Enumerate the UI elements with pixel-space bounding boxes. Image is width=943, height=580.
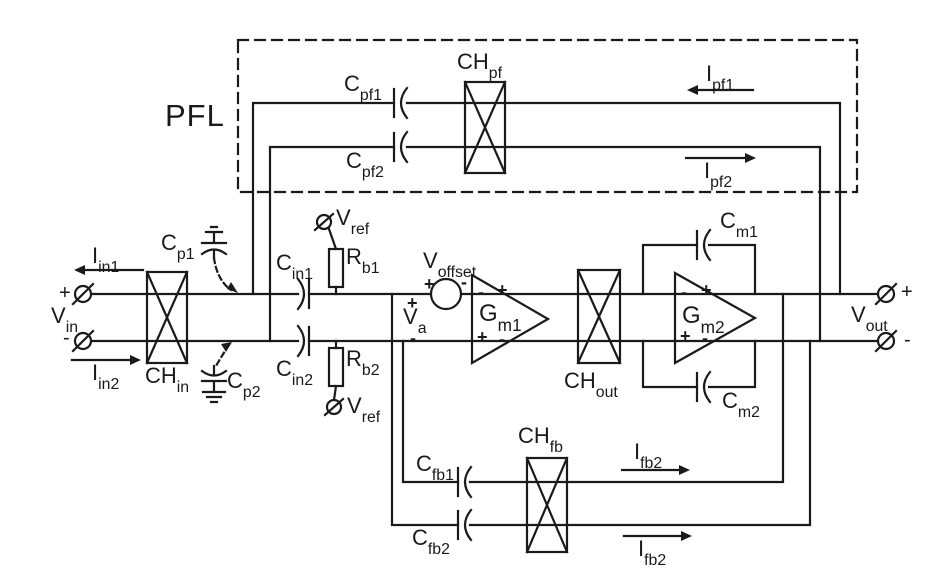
capacitor-cpf1 — [392, 86, 409, 120]
label-voffset: Voffset — [423, 248, 477, 281]
wire-pfl-top — [251, 101, 842, 296]
label-rb2: Rb2 — [346, 346, 380, 379]
ground-icon — [200, 225, 228, 245]
chopper-chpf — [463, 80, 507, 175]
resistor-rb2 — [327, 346, 345, 388]
vout-plus-sign: + — [901, 281, 913, 303]
va-minus-sign: - — [410, 328, 416, 348]
voffset-minus-sign: - — [461, 272, 467, 292]
label-rb1: Rb1 — [346, 244, 380, 277]
capacitor-cm2 — [695, 370, 712, 404]
gm1-output-plus: + — [497, 280, 508, 300]
parasitic-cap-cp2 — [200, 342, 232, 404]
label-vout: Vout — [851, 302, 888, 335]
parasitic-cap-cp1 — [200, 225, 238, 293]
vout-minus-sign: - — [904, 329, 911, 351]
arrow-iin2 — [70, 355, 141, 365]
wire-feedback-top — [401, 292, 785, 484]
label-iin1: Iin1 — [92, 243, 120, 276]
label-chin: CHin — [145, 363, 190, 396]
label-cfb1: Cfb1 — [416, 451, 454, 484]
gm2-output-plus: + — [701, 280, 712, 300]
arrow-ifb2-bottom — [622, 531, 692, 541]
source-voffset — [429, 277, 463, 311]
chopper-x-icon — [576, 268, 622, 365]
gm2-input-plus: + — [680, 326, 691, 346]
voffset-plus-sign: + — [424, 274, 435, 294]
resistor-rb1 — [327, 247, 345, 289]
amplifier-gm2 — [673, 271, 758, 365]
ground-icon — [200, 379, 228, 404]
chopper-chout — [576, 268, 622, 365]
terminal-vout-plus — [874, 282, 898, 306]
label-vref-bottom: Vref — [347, 393, 381, 426]
chopper-chin — [145, 270, 189, 365]
label-cin1: Cin1 — [276, 250, 314, 283]
capacitor-cin1 — [296, 277, 311, 311]
chopper-x-icon — [525, 456, 569, 554]
arrow-iin1 — [74, 265, 145, 275]
gm2-input-minus: - — [681, 282, 687, 302]
arrowhead — [227, 282, 238, 293]
label-chpf: CHpf — [457, 49, 502, 82]
label-cfb2: Cfb2 — [412, 525, 450, 558]
wire-miller-bottom — [641, 339, 757, 389]
gm2-output-minus: - — [702, 328, 708, 348]
vin-minus-sign: - — [63, 327, 70, 349]
label-cp1: Cp1 — [161, 230, 195, 263]
wire-pfl-bottom — [268, 145, 822, 343]
arrow-ipf1 — [687, 85, 755, 95]
label-cm1: Cm1 — [720, 208, 758, 241]
capacitor-cpf2 — [392, 130, 409, 164]
label-cm2: Cm2 — [722, 388, 760, 421]
label-vref-top: Vref — [336, 205, 370, 238]
label-chout: CHout — [564, 368, 618, 401]
pfl-dashed-box — [236, 38, 859, 194]
label-va: Va — [403, 304, 427, 337]
chopper-x-icon — [145, 270, 189, 365]
terminal-vin-plus — [71, 282, 95, 306]
label-iin2: Iin2 — [92, 360, 120, 393]
arrow-ifb2-top — [620, 465, 690, 475]
wire-rb1 — [327, 227, 338, 296]
gm1-output-minus: - — [499, 329, 505, 349]
label-gm2: Gm2 — [682, 302, 725, 337]
label-cpf1: Cpf1 — [344, 71, 382, 104]
capacitor-cm1 — [695, 228, 712, 262]
wire-rb2 — [332, 339, 338, 402]
label-gm1: Gm1 — [479, 300, 522, 335]
label-cin2: Cin2 — [276, 356, 314, 389]
arrow-ipf2 — [684, 153, 756, 163]
arrowhead — [221, 342, 232, 352]
chopper-chfb — [525, 456, 569, 554]
vin-plus-sign: + — [59, 282, 71, 304]
label-cpf2: Cpf2 — [346, 148, 384, 181]
terminal-vref-bottom — [323, 397, 345, 417]
label-chfb: CHfb — [518, 423, 563, 456]
terminal-vref-top — [313, 212, 335, 232]
gm1-input-plus: + — [477, 327, 488, 347]
label-ifb2-bottom: Ifb2 — [638, 536, 667, 569]
label-ipf2: Ipf2 — [704, 158, 733, 191]
capacitor-cfb2 — [456, 508, 473, 542]
capacitor-cin2 — [296, 324, 311, 358]
chopper-x-icon — [463, 80, 507, 175]
label-vin: Vin — [51, 303, 79, 336]
wire-miller-top — [641, 243, 757, 296]
amplifier-gm1 — [470, 273, 551, 365]
label-cp2: Cp2 — [227, 368, 261, 401]
terminal-vin-minus — [71, 329, 95, 353]
label-pfl: PFL — [165, 98, 225, 133]
wire-feedback-bottom — [390, 292, 812, 527]
va-plus-sign: + — [407, 293, 418, 313]
label-ifb2-top: Ifb2 — [634, 439, 663, 472]
terminal-vout-minus — [874, 329, 898, 353]
gm1-input-plus-minus: - — [478, 282, 484, 302]
capacitor-cfb1 — [456, 465, 473, 499]
label-ipf1: Ipf1 — [706, 61, 735, 94]
